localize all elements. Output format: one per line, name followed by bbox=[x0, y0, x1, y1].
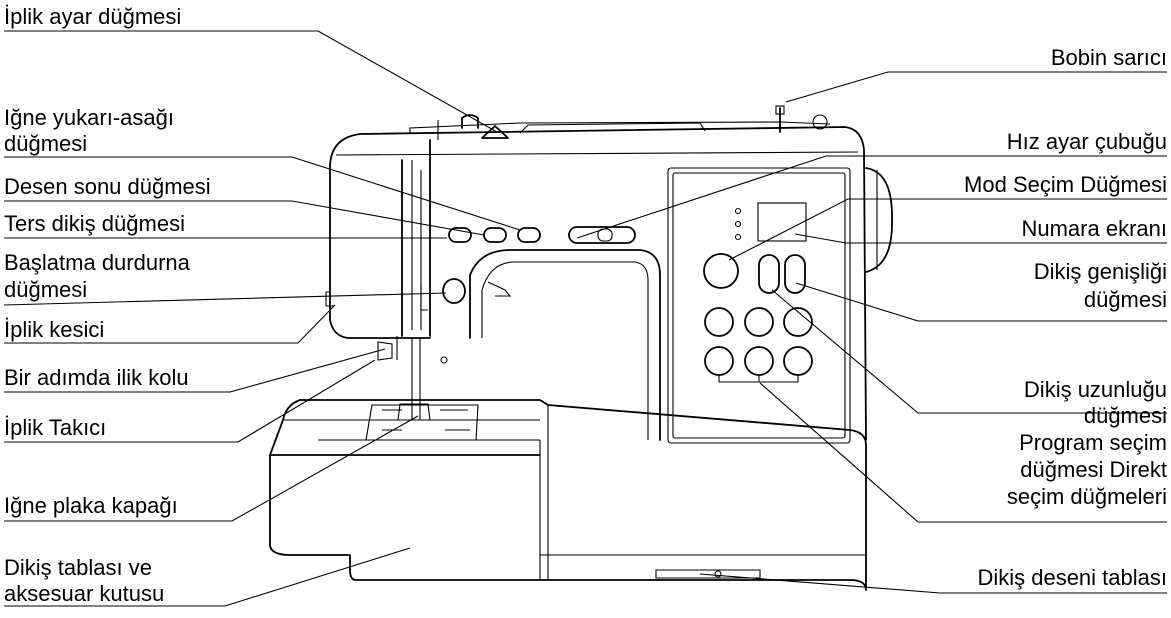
leader-lines bbox=[3, 30, 1167, 607]
label-hiz-ayar-cubugu: Hız ayar çubuğu bbox=[1006, 129, 1167, 154]
label-dikis-tablasi-line2: aksesuar kutusu bbox=[4, 581, 165, 606]
label-mod-secim-dugmesi: Mod Seçim Düğmesi bbox=[964, 172, 1167, 197]
label-bobin-sarici: Bobin sarıcı bbox=[1050, 45, 1167, 70]
label-ters-dikis-dugmesi: Ters dikiş düğmesi bbox=[4, 211, 185, 236]
label-dikis-uzunlugu-line1: Dikiş uzunluğu bbox=[1023, 377, 1167, 402]
label-bir-adimda-ilik-kolu: Bir adımda ilik kolu bbox=[4, 365, 189, 390]
label-iplik-takici: İplik Takıcı bbox=[4, 415, 107, 440]
label-igne-yukari-asagi-line1: Iğne yukarı-asağı bbox=[4, 105, 174, 130]
label-dikis-uzunlugu-line2: düğmesi bbox=[1083, 403, 1167, 428]
label-igne-plaka-kapagi: Iğne plaka kapağı bbox=[4, 493, 178, 518]
label-dikis-genisligi-line2: düğmesi bbox=[1083, 287, 1167, 312]
label-iplik-ayar-dugmesi: İplik ayar düğmesi bbox=[4, 4, 182, 29]
label-baslatma-durdurma-line2: düğmesi bbox=[4, 277, 88, 302]
label-dikis-tablasi-line1: Dikiş tablası ve bbox=[4, 555, 152, 580]
label-program-secim-line2: düğmesi Direkt bbox=[1020, 457, 1167, 482]
label-desen-sonu-dugmesi: Desen sonu düğmesi bbox=[4, 174, 211, 199]
label-program-secim-line1: Program seçim bbox=[1019, 430, 1167, 455]
label-igne-yukari-asagi-line2: düğmesi bbox=[4, 131, 88, 156]
label-numara-ekrani: Numara ekranı bbox=[1021, 216, 1167, 241]
label-baslatma-durdurma-line1: Başlatma durdurna bbox=[4, 250, 190, 275]
label-dikis-deseni-tablasi: Dikiş deseni tablası bbox=[977, 565, 1167, 590]
label-iplik-kesici: İplik kesici bbox=[4, 317, 105, 342]
label-dikis-genisligi-line1: Dikiş genişliği bbox=[1033, 259, 1167, 284]
label-program-secim-line3: seçim düğmeleri bbox=[1006, 484, 1167, 509]
machine-illustration bbox=[269, 105, 893, 591]
